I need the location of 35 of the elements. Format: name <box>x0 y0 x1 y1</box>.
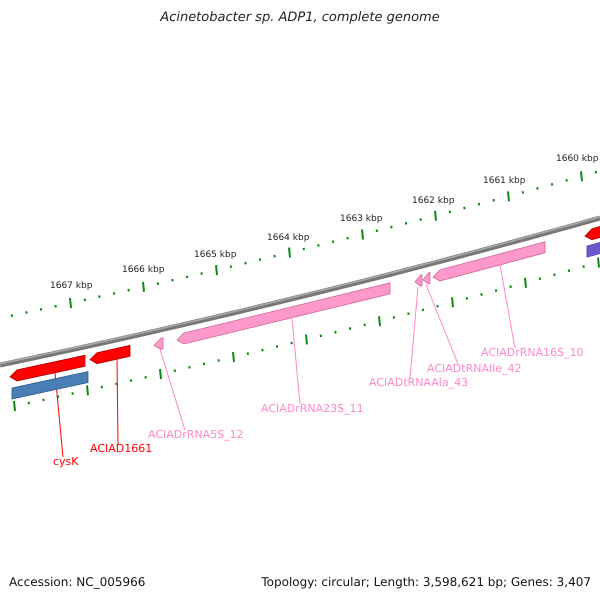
gene-feature <box>432 241 546 282</box>
scale-label: 1667 kbp <box>50 281 92 291</box>
gene-bar <box>586 240 600 258</box>
gene-bar <box>12 371 88 400</box>
gene-label: ACIADtRNAAla_43 <box>369 376 468 389</box>
gene-label: ACIADrRNA5S_12 <box>148 428 244 441</box>
leader-line <box>116 358 118 444</box>
gene-label: cysK <box>53 455 79 468</box>
leader-line <box>426 284 458 364</box>
leader-line <box>160 349 186 430</box>
scale-label: 1661 kbp <box>483 176 526 186</box>
gene-label: ACIADrRNA23S_11 <box>261 402 364 415</box>
scale-label: 1666 kbp <box>122 265 164 275</box>
scale-label: 1665 kbp <box>194 250 236 260</box>
gene-feature <box>422 272 430 284</box>
genome-stats-text: Topology: circular; Length: 3,598,621 bp; Genes: 3,407 <box>261 575 591 589</box>
leader-line <box>500 264 516 348</box>
gene-feature <box>9 354 86 382</box>
gene-feature <box>153 337 164 350</box>
gene-feature <box>414 274 422 286</box>
diagram-title: Acinetobacter sp. ADP1, complete genome <box>160 10 440 25</box>
gene-feature <box>176 282 390 344</box>
scale-label: 1663 kbp <box>340 214 382 224</box>
leader-line <box>410 286 418 378</box>
gene-feature <box>584 224 600 240</box>
gene-feature <box>89 344 130 364</box>
leader-line <box>292 318 300 404</box>
scale-label: 1660 kbp <box>556 154 598 164</box>
gene-label: ACIADtRNAIle_42 <box>427 362 522 375</box>
scale-label: 1664 kbp <box>267 233 310 243</box>
accession-text: Accession: NC_005966 <box>9 575 146 589</box>
gene-label: ACIAD1661 <box>90 442 152 455</box>
leader-line <box>54 372 64 458</box>
gene-label: ACIADrRNA16S_10 <box>481 346 584 359</box>
scale-label: 1662 kbp <box>412 196 454 206</box>
